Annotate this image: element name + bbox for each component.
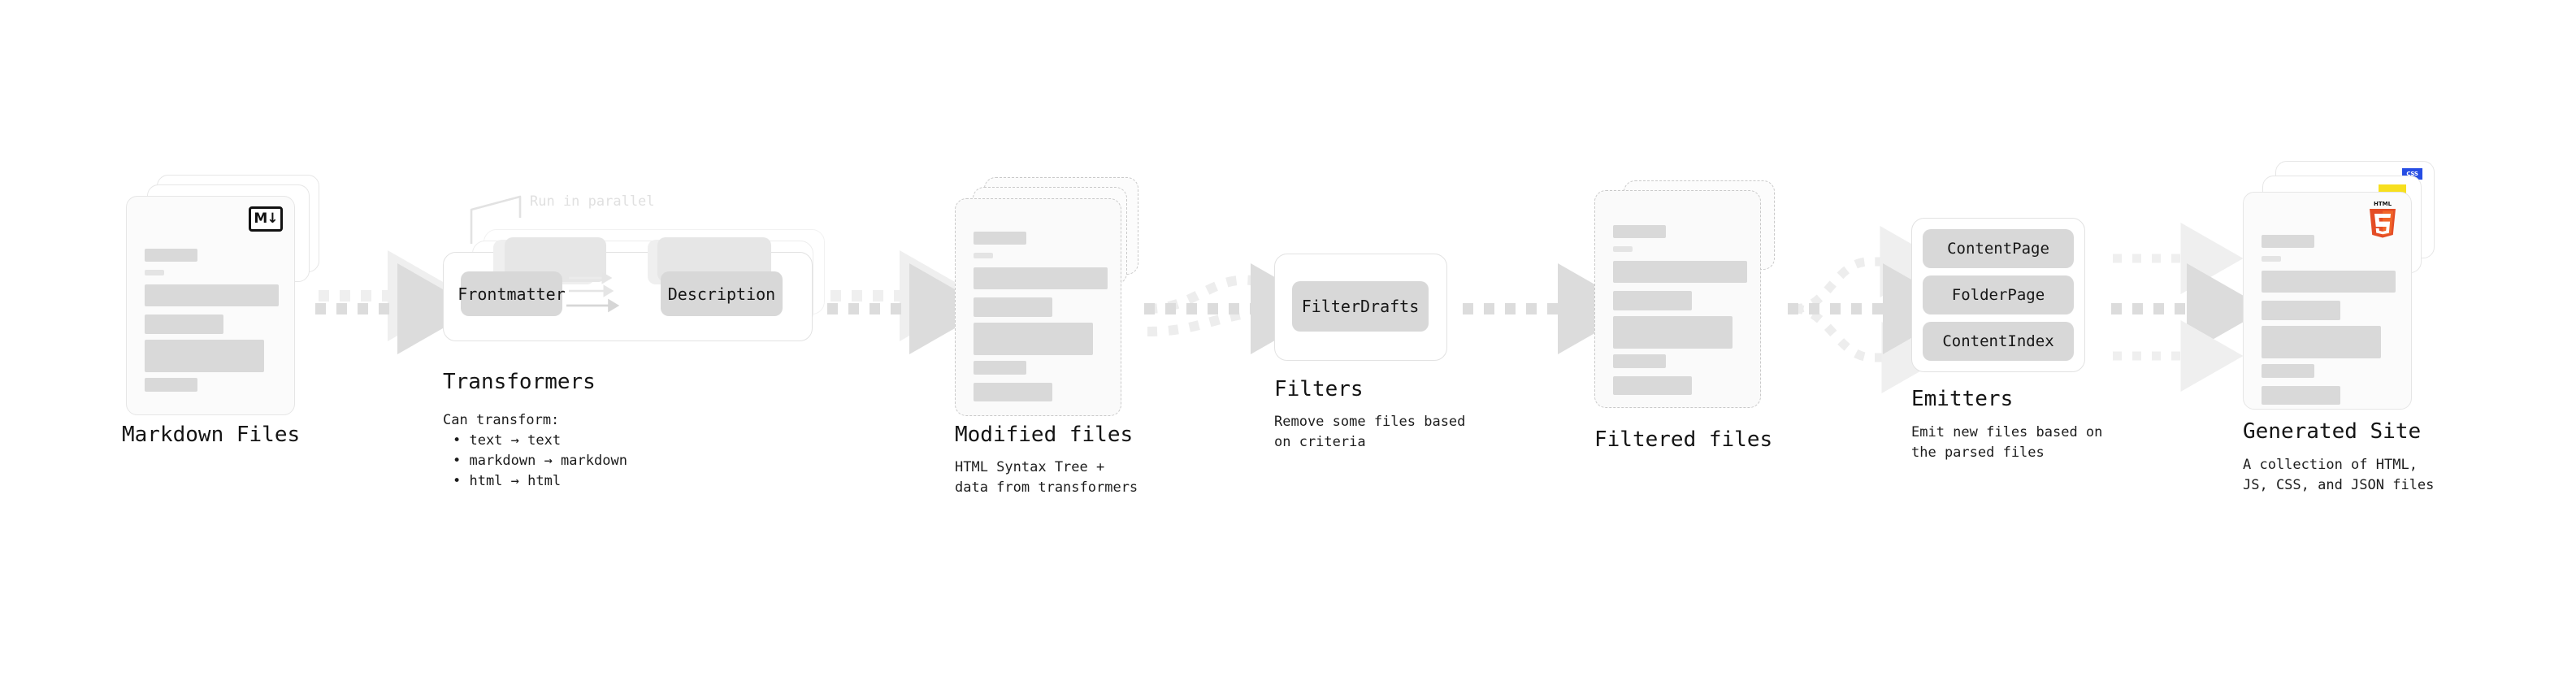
stage-title: Markdown Files xyxy=(122,423,301,447)
skeleton-bar xyxy=(145,270,164,275)
skeleton-bar xyxy=(974,383,1052,401)
skeleton-bar xyxy=(1613,354,1666,368)
skeleton-bar xyxy=(2262,235,2314,248)
list-item: • html → html xyxy=(453,473,562,489)
stage-title: Transformers xyxy=(443,370,596,394)
arrow-transformers-to-modified xyxy=(827,250,989,354)
filtered-card-front xyxy=(1594,190,1761,408)
skeleton-bar xyxy=(145,314,223,334)
skeleton-bar xyxy=(145,249,197,262)
skeleton-bar xyxy=(974,267,1108,289)
stage-subtitle: Emit new files based on the parsed files xyxy=(1911,424,2103,461)
arrow-emitters-to-site xyxy=(2111,223,2266,392)
filter-chip-filterdrafts[interactable]: FilterDrafts xyxy=(1292,281,1429,332)
html5-icon: HTML xyxy=(2370,201,2396,238)
skeleton-bar xyxy=(974,232,1026,245)
stage-title: Filtered files xyxy=(1594,427,1773,452)
skeleton-bar xyxy=(2262,256,2281,262)
skeleton-bar xyxy=(2262,386,2340,405)
transformer-inner-arrows xyxy=(566,271,620,313)
stage-subtitle: A collection of HTML, JS, CSS, and JSON … xyxy=(2243,457,2435,493)
emitter-chip-contentindex[interactable]: ContentIndex xyxy=(1923,322,2074,361)
arrow-modified-to-filters xyxy=(1144,263,1330,354)
emitter-chip-contentpage[interactable]: ContentPage xyxy=(1923,229,2074,268)
skeleton-bar xyxy=(145,284,279,306)
arrow-markdown-to-transformers xyxy=(315,250,477,354)
transformer-chip-description[interactable]: Description xyxy=(661,271,783,316)
stage-subtitle-head: Can transform: xyxy=(443,412,560,428)
skeleton-bar xyxy=(145,378,197,392)
skeleton-bar xyxy=(1613,291,1692,310)
skeleton-bar xyxy=(974,323,1093,355)
stage-title: Generated Site xyxy=(2243,419,2422,444)
skeleton-bar xyxy=(2262,301,2340,320)
skeleton-bar xyxy=(2262,326,2381,358)
transformer-capability-list: • text → text • markdown → markdown • ht… xyxy=(453,431,627,492)
skeleton-bar xyxy=(1613,246,1633,252)
list-item: • markdown → markdown xyxy=(453,453,627,469)
stage-title: Emitters xyxy=(1911,387,2014,411)
svg-text:HTML: HTML xyxy=(2374,201,2392,207)
site-card-front: HTML xyxy=(2243,192,2412,410)
stage-subtitle: Remove some files based on criteria xyxy=(1274,414,1466,450)
skeleton-bar xyxy=(1613,316,1733,349)
skeleton-bar xyxy=(974,361,1026,375)
skeleton-bar xyxy=(974,297,1052,317)
markdown-icon: M↓ xyxy=(249,206,283,232)
skeleton-bar xyxy=(145,340,264,372)
skeleton-bar xyxy=(1613,376,1692,395)
stage-title: Filters xyxy=(1274,377,1364,401)
stage-title: Modified files xyxy=(955,423,1134,447)
skeleton-bar xyxy=(2262,364,2314,378)
emitter-chip-folderpage[interactable]: FolderPage xyxy=(1923,275,2074,314)
transformer-chip-frontmatter[interactable]: Frontmatter xyxy=(458,271,566,316)
stage-modified-files: Modified files HTML Syntax Tree + data f… xyxy=(955,177,1142,496)
skeleton-bar xyxy=(974,253,993,258)
stage-subtitle: HTML Syntax Tree + data from transformer… xyxy=(955,459,1138,496)
skeleton-bar xyxy=(1613,261,1747,283)
stage-filtered-files: Filtered files xyxy=(1594,180,1781,452)
markdown-card-front: M↓ xyxy=(126,196,295,415)
run-in-parallel-label: Run in parallel xyxy=(530,193,655,210)
stage-markdown-files: M↓ Markdown Files xyxy=(122,175,321,447)
skeleton-bar xyxy=(2262,271,2396,293)
arrow-filtered-to-emitters xyxy=(1788,226,1962,393)
list-item: • text → text xyxy=(453,432,562,449)
skeleton-bar xyxy=(1613,225,1666,238)
modified-card-front xyxy=(955,198,1121,416)
stage-generated-site: CSS HTML xyxy=(2243,161,2438,493)
